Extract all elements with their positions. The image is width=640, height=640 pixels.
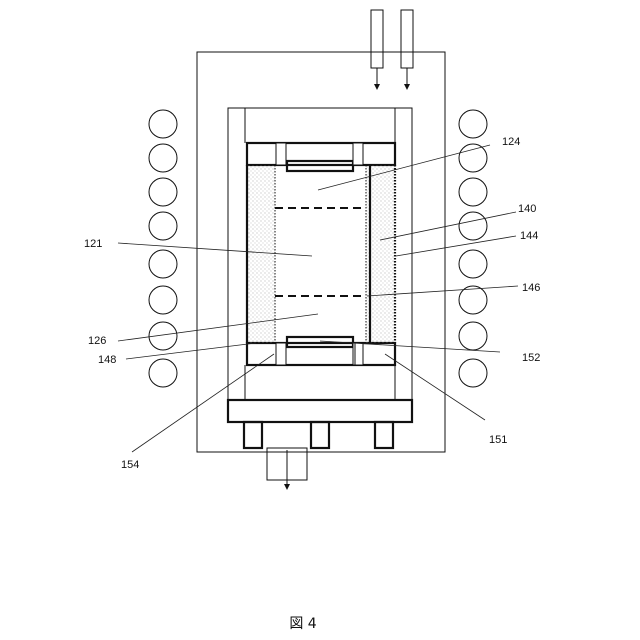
- gas-inlet-pipes: [371, 10, 413, 90]
- label-146: 146: [522, 282, 540, 294]
- label-148: 148: [98, 354, 116, 366]
- label-152: 152: [522, 352, 540, 364]
- figure-caption: 図 4: [289, 616, 316, 632]
- left-coils: [149, 110, 177, 387]
- label-124: 124: [502, 136, 520, 148]
- right-coils: [459, 110, 487, 387]
- left-wall: [247, 165, 275, 343]
- pedestal: [228, 400, 412, 490]
- label-151: 151: [489, 434, 507, 446]
- label-140: 140: [518, 203, 536, 215]
- crucible-assembly: [247, 143, 395, 365]
- label-126: 126: [88, 335, 106, 347]
- label-154: 154: [121, 459, 139, 471]
- outer-vessel: [197, 52, 445, 452]
- leader-lines: [118, 145, 518, 452]
- label-144: 144: [520, 230, 538, 242]
- label-121: 121: [84, 238, 102, 250]
